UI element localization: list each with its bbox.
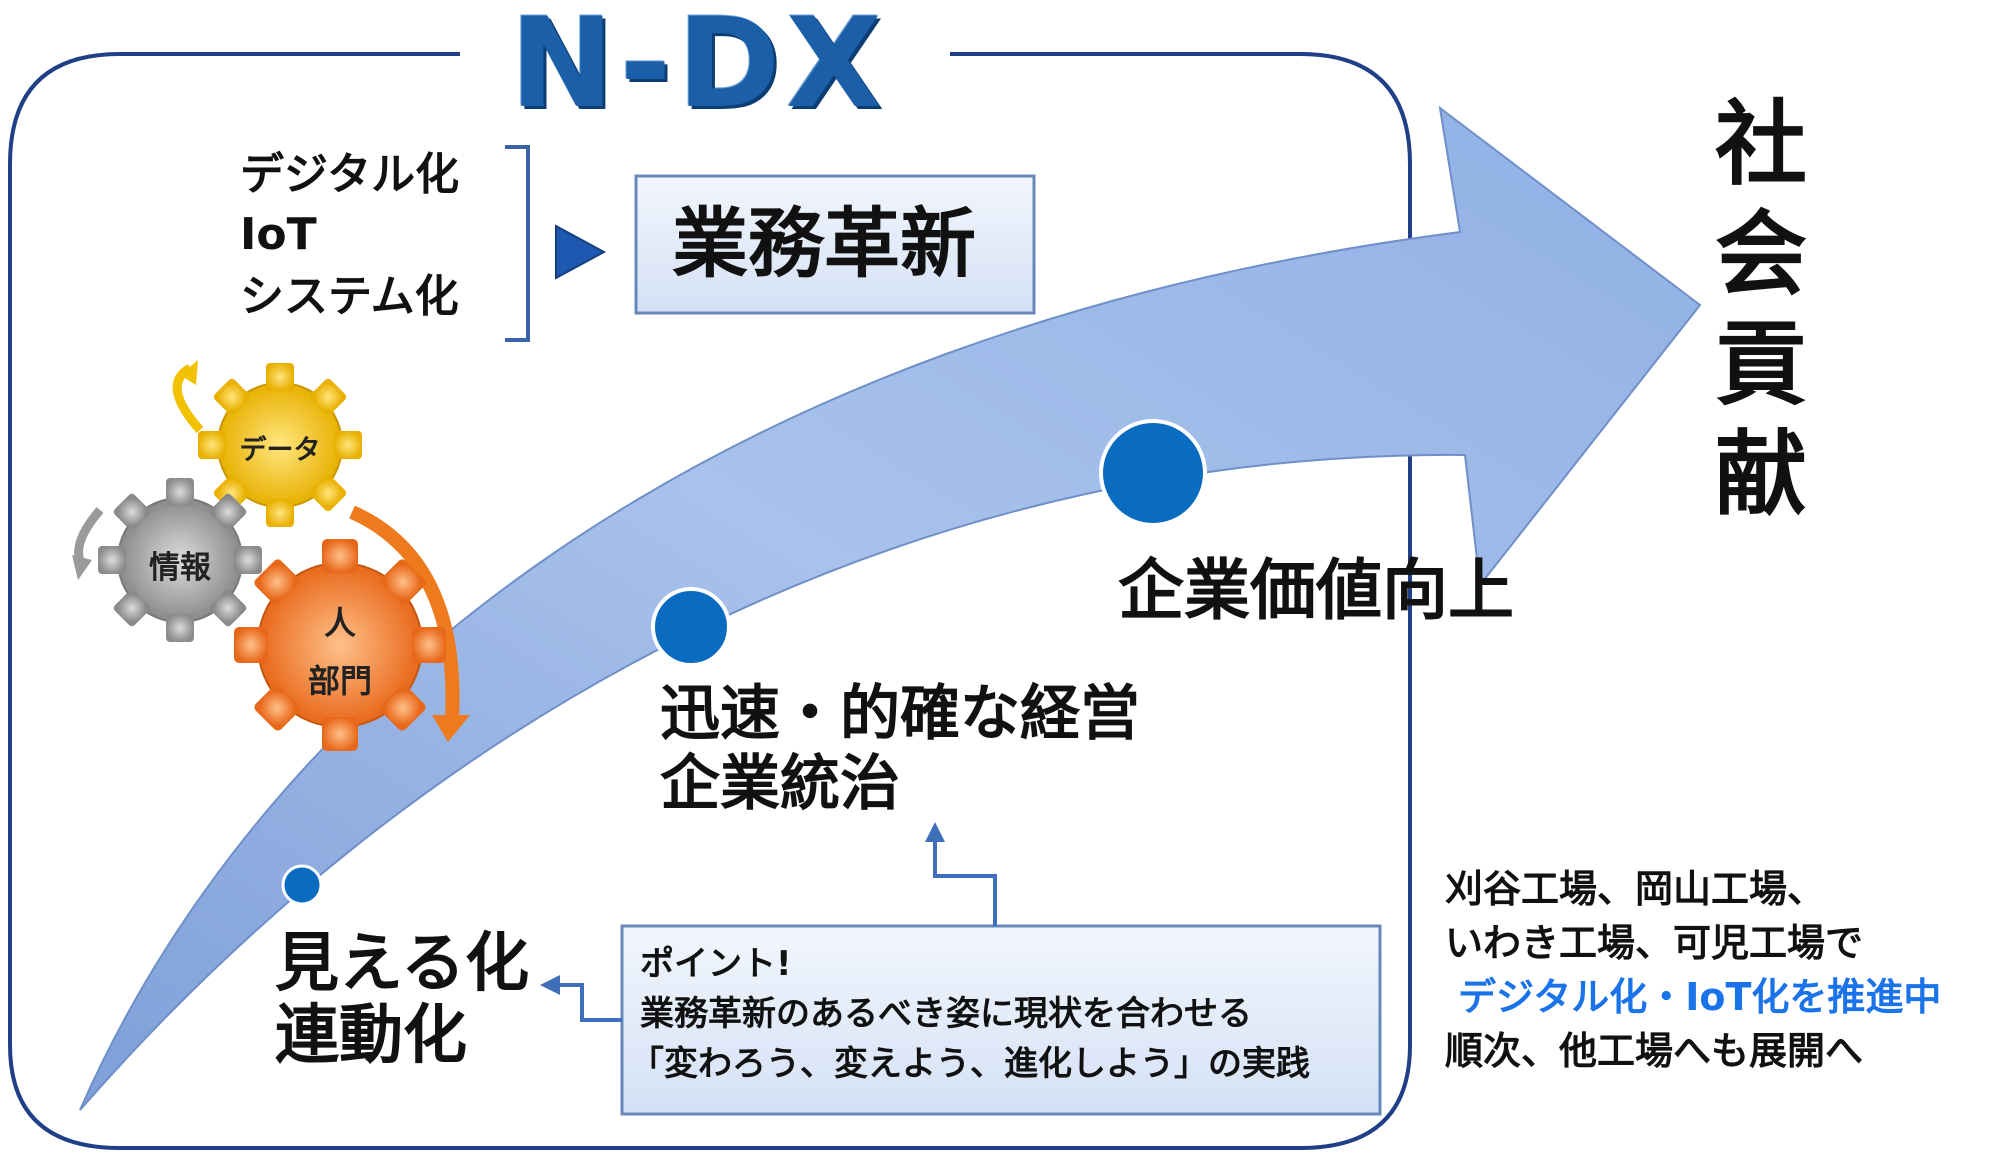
goal-char-1: 社: [1715, 91, 1808, 198]
stage1-line1: 見える化: [275, 927, 530, 1001]
gear-info-label: 情報: [149, 550, 211, 586]
point-line2: 「変わろう、変えよう、進化しよう」の実践: [630, 1044, 1310, 1084]
input-digital: デジタル化: [240, 149, 460, 200]
triangle-pointer: [555, 224, 607, 280]
factories-line2: いわき工場、可児工場で: [1445, 921, 1864, 965]
stage1-line2: 連動化: [275, 999, 467, 1073]
stage3-dot: [1099, 419, 1207, 527]
gear-people-label-1: 人: [323, 604, 356, 642]
stage1-dot: [281, 864, 323, 906]
stage3-label: 企業価値向上: [1118, 552, 1514, 629]
frame: [8, 52, 1412, 1150]
goal-char-3: 貢: [1715, 311, 1808, 418]
gear-people-shape: [234, 539, 446, 751]
connector-up: [933, 838, 997, 926]
input-iot: IoT: [240, 209, 317, 260]
reform-box-label: 業務革新: [672, 199, 976, 288]
input-bracket: [505, 145, 530, 342]
gear-people-label-2: 部門: [307, 662, 372, 700]
gear-data-label: データ: [239, 435, 321, 466]
reform-box-shape: [634, 174, 1036, 315]
stage2-line1: 迅速・的確な経営: [660, 679, 1140, 749]
page-title: N-DX: [510, 0, 888, 136]
goal-char-4: 献: [1715, 421, 1808, 528]
stage2-dot: [651, 587, 731, 667]
point-box-shape: [620, 924, 1382, 1116]
point-heading: ポイント!: [640, 944, 792, 984]
factories-line3: デジタル化・IoT化を推進中: [1458, 975, 1942, 1019]
goal-char-2: 会: [1715, 201, 1808, 308]
connector-left: [558, 983, 622, 1022]
input-system: システム化: [240, 271, 459, 322]
factories-line1: 刈谷工場、岡山工場、: [1445, 867, 1826, 911]
point-line1: 業務革新のあるべき姿に現状を合わせる: [640, 994, 1252, 1034]
stage2-line2: 企業統治: [660, 749, 900, 819]
factories-line4: 順次、他工場へも展開へ: [1445, 1029, 1864, 1073]
gear-info-shape: [98, 478, 262, 642]
